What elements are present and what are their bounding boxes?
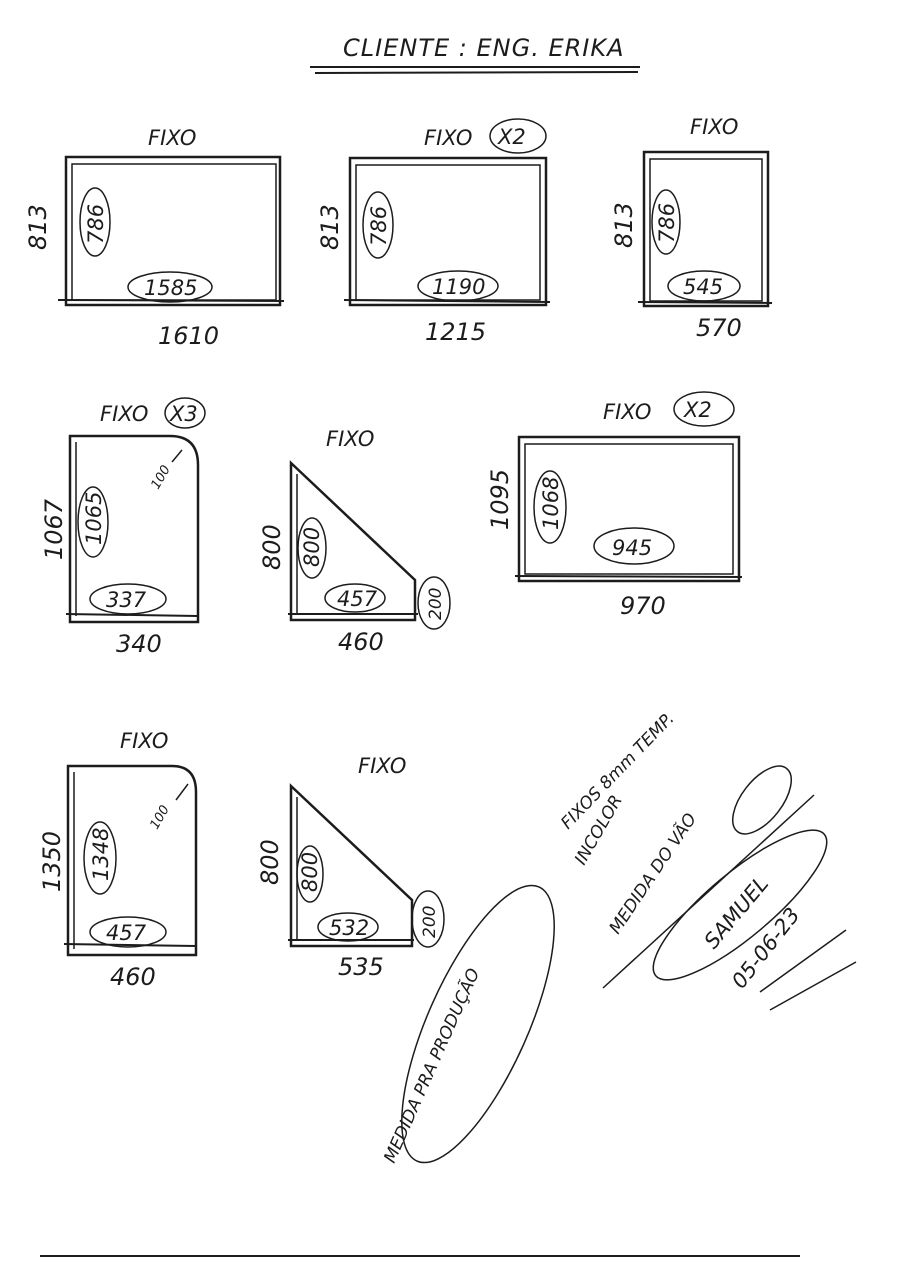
piece-5: FIXO 800 800 457 200 460 [258, 427, 451, 656]
piece-5-width-inner: 457 [337, 587, 378, 611]
piece-8-side: 200 [420, 906, 440, 938]
piece-8-height-inner: 800 [298, 852, 322, 892]
piece-2-height-inner: 786 [367, 206, 391, 246]
title-underline-2 [314, 71, 639, 74]
piece-2-qty: X2 [497, 125, 526, 149]
piece-7-height-inner: 1348 [89, 828, 113, 881]
piece-5-height-inner: 800 [300, 527, 324, 567]
piece-3-label: FIXO [690, 115, 738, 139]
piece-1-width-inner: 1585 [144, 276, 197, 300]
piece-8: FIXO 800 800 532 200 535 [256, 754, 445, 981]
piece-8-width-outer: 535 [338, 953, 384, 981]
piece-4-height-outer: 1067 [40, 498, 68, 560]
piece-5-label: FIXO [326, 427, 374, 451]
piece-1: FIXO 813 786 1585 1610 [24, 126, 285, 350]
piece-6-height-outer: 1095 [486, 469, 514, 530]
piece-2: FIXO X2 813 786 1190 1215 [316, 118, 551, 346]
piece-4-width-inner: 337 [106, 588, 147, 612]
piece-1-label: FIXO [148, 126, 196, 150]
piece-4-width-outer: 340 [116, 630, 162, 658]
piece-7-height-outer: 1350 [38, 831, 66, 892]
piece-4-label: FIXO [100, 402, 148, 426]
client-title: CLIENTE : ENG. ERIKA [343, 34, 625, 62]
piece-7-width-outer: 460 [110, 963, 156, 991]
piece-2-height-outer: 813 [316, 204, 344, 250]
piece-7: FIXO 100 1350 1348 457 460 [38, 729, 198, 991]
piece-6-qty: X2 [683, 398, 712, 422]
piece-8-height-outer: 800 [256, 839, 284, 885]
piece-6: FIXO X2 1095 1068 945 970 [486, 391, 743, 620]
piece-8-width-inner: 532 [329, 916, 369, 940]
piece-7-width-inner: 457 [106, 921, 147, 945]
piece-6-label: FIXO [603, 400, 651, 424]
piece-2-width-outer: 1215 [425, 318, 486, 346]
piece-6-height-inner: 1068 [539, 477, 563, 530]
piece-6-width-inner: 945 [612, 536, 652, 560]
piece-3-width-outer: 570 [696, 314, 742, 342]
piece-3-width-inner: 545 [683, 275, 723, 299]
piece-1-height-inner: 786 [84, 204, 108, 244]
piece-1-width-outer: 1610 [158, 322, 219, 350]
piece-4: FIXO X3 100 1067 1065 337 340 [40, 397, 206, 658]
piece-3-height-inner: 786 [655, 203, 679, 243]
piece-5-height-outer: 800 [258, 524, 286, 570]
piece-2-label: FIXO [424, 126, 472, 150]
piece-3-height-outer: 813 [610, 202, 638, 248]
piece-7-label: FIXO [120, 729, 168, 753]
piece-4-height-inner: 1065 [82, 492, 106, 545]
piece-8-label: FIXO [358, 754, 406, 778]
piece-4-qty: X3 [169, 402, 198, 426]
piece-1-height-outer: 813 [24, 204, 52, 250]
piece-5-side: 200 [426, 588, 446, 620]
piece-5-width-outer: 460 [338, 628, 384, 656]
piece-3: FIXO 813 786 545 570 [610, 115, 773, 342]
piece-2-width-inner: 1190 [432, 275, 485, 299]
piece-6-width-outer: 970 [620, 592, 666, 620]
